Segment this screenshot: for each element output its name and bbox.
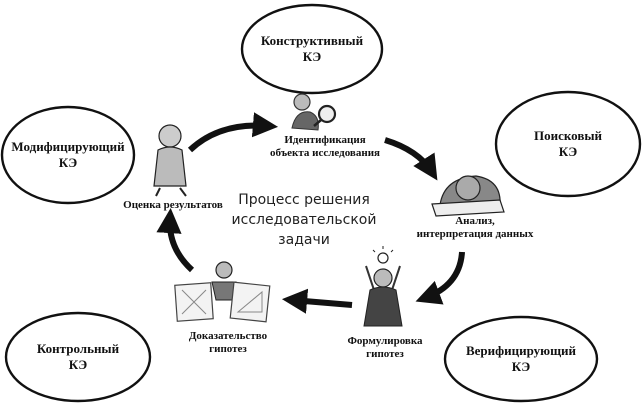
modifying-ke-label: Модифицирующий КЭ <box>11 139 125 170</box>
hypothesis-proof-label: Доказательство гипотез <box>188 330 268 355</box>
search-ke-ellipse <box>494 90 642 198</box>
arrow-formulation-to-proof <box>281 288 353 314</box>
identification-label: Идентификация объекта исследования <box>269 134 381 159</box>
arrow-proof-to-evaluation <box>156 207 195 273</box>
verifying-ke-label: Верифицирующий КЭ <box>465 343 577 374</box>
control-ke-ellipse <box>4 311 152 403</box>
hypothesis-formulation-label: Формулировка гипотез <box>347 335 423 360</box>
arrow-evaluation-to-identification <box>187 112 279 153</box>
constructive-ke-label: Конструктивный КЭ <box>260 33 364 64</box>
verifying-ke-ellipse <box>443 315 599 403</box>
modifying-ke-ellipse <box>0 105 136 205</box>
results-evaluation-label: Оценка результатов <box>123 199 223 211</box>
idea-figure-icon <box>363 246 403 327</box>
arrow-identification-to-analysis <box>384 137 438 181</box>
reading-figure-icon <box>431 175 505 217</box>
thinking-figure-icon <box>153 124 187 197</box>
center-title: Процесс решения исследовательской задачи <box>231 192 377 248</box>
constructive-ke-ellipse <box>240 3 384 95</box>
search-ke-label: Поисковый КЭ <box>533 128 603 159</box>
proof-figure-icon <box>174 261 271 323</box>
arrow-analysis-to-formulation <box>415 251 465 305</box>
magnifier-figure-icon <box>291 93 337 131</box>
analysis-label: Анализ, интерпретация данных <box>416 215 534 240</box>
control-ke-label: Контрольный КЭ <box>36 341 120 372</box>
